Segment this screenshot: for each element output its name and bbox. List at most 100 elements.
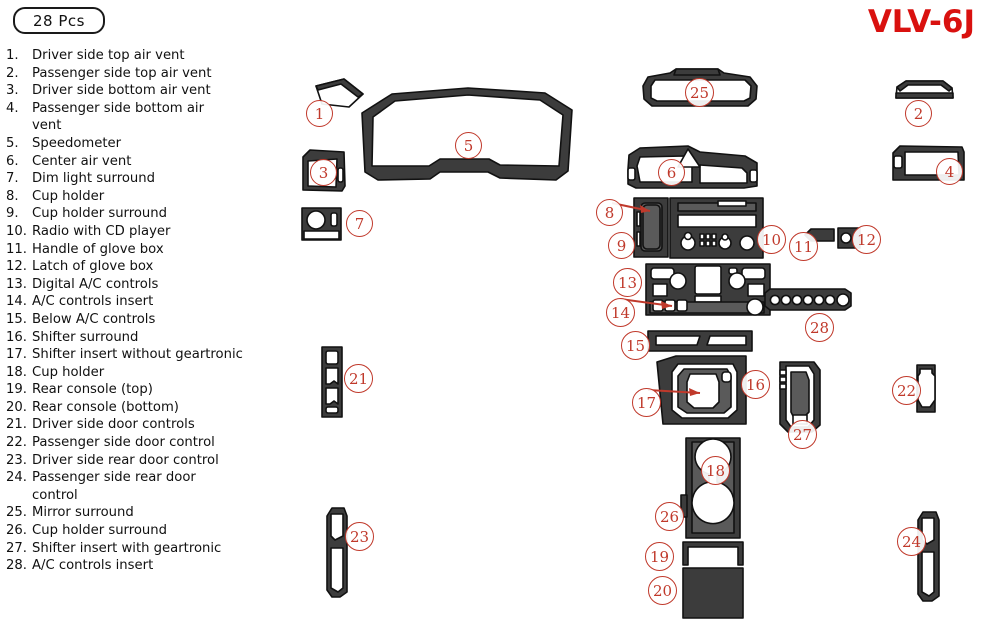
legend-item-label: Dim light surround: [32, 171, 155, 187]
part-28-ac-controls-insert-strip: [764, 288, 852, 311]
legend-item-label: Driver side top air vent: [32, 48, 185, 63]
legend-item-number: 5.: [6, 135, 19, 151]
part-23-driver-rear-door-control: [326, 507, 348, 598]
callout-marker-13[interactable]: 13: [613, 268, 642, 297]
legend-item-number: 20.: [6, 399, 27, 415]
callout-marker-24[interactable]: 24: [897, 527, 926, 556]
legend-item: 2. Passenger side top air vent: [6, 65, 296, 83]
legend-item-number: 6.: [6, 153, 19, 169]
legend-item-number: 17.: [6, 347, 27, 363]
legend-item: 24.Passenger side rear door: [6, 469, 296, 487]
legend-item-label: Latch of glove box: [32, 259, 154, 275]
callout-marker-8[interactable]: 8: [596, 199, 623, 226]
legend-item: 8. Cup holder: [6, 188, 296, 206]
legend-item-label: Passenger side bottom air: [32, 100, 205, 116]
legend-item: 21. Driver side door controls: [6, 416, 296, 434]
callout-marker-17[interactable]: 17: [632, 388, 661, 417]
callout-marker-14[interactable]: 14: [606, 298, 635, 327]
legend-item-label: Cup holder: [32, 188, 105, 204]
legend-item-label: Rear console (top): [32, 382, 153, 398]
legend-item-number: 7.: [6, 171, 19, 187]
legend-item-label: Passenger side top air vent: [32, 65, 212, 81]
legend-item-label: Passenger side door control: [32, 435, 215, 451]
callout-marker-3[interactable]: 3: [310, 159, 337, 186]
legend-item-label: Cup holder surround: [32, 206, 168, 222]
legend-item-label: Below A/C controls: [32, 311, 156, 327]
legend-item-label: A/C controls insert: [32, 294, 154, 310]
legend-item: 27. Shifter insert with geartronic: [6, 540, 296, 558]
callout-marker-25[interactable]: 25: [685, 78, 714, 107]
callout-marker-9[interactable]: 9: [608, 232, 635, 259]
part-9-cup-holder-surround: [633, 197, 669, 258]
kit-code-text: VLV-6J: [867, 4, 975, 40]
legend-item-number: 28.: [6, 558, 27, 574]
legend-item: 18.Cup holder: [6, 364, 296, 382]
legend-item-number: 21.: [6, 417, 27, 433]
callout-marker-4[interactable]: 4: [936, 158, 963, 185]
legend-item-label: Shifter surround: [32, 329, 139, 345]
legend-item: 9. Cup holder surround: [6, 205, 296, 223]
part-10-radio-cd-player: [669, 197, 764, 259]
legend-item-label: Radio with CD player: [32, 223, 171, 239]
legend-item: 19.Rear console (top): [6, 381, 296, 399]
callout-marker-27[interactable]: 27: [788, 420, 817, 449]
piece-count-badge: 28 Pcs: [13, 7, 105, 34]
callout-marker-28[interactable]: 28: [805, 313, 834, 342]
legend-item: 10. Radio with CD player: [6, 223, 296, 241]
legend-item: 12. Latch of glove box: [6, 258, 296, 276]
legend-item: 14. A/C controls insert: [6, 293, 296, 311]
callout-marker-6[interactable]: 6: [658, 159, 685, 186]
legend-item-number: 4.: [6, 100, 19, 116]
callout-marker-7[interactable]: 7: [346, 210, 373, 237]
legend-item-number: 1.: [6, 48, 19, 63]
callout-marker-15[interactable]: 15: [621, 331, 650, 360]
legend-item-label: Cup holder: [32, 364, 105, 380]
callout-marker-16[interactable]: 16: [741, 370, 770, 399]
callout-marker-20[interactable]: 20: [648, 576, 677, 605]
legend-item: 28. A/C controls insert: [6, 557, 296, 575]
legend-item-label: Shifter insert without geartronic: [32, 347, 243, 363]
legend-item-label: Speedometer: [32, 135, 122, 151]
legend-item-label: A/C controls insert: [32, 558, 154, 574]
part-13-digital-ac-controls: [645, 263, 771, 316]
legend-item-label: Shifter insert with geartronic: [32, 540, 222, 556]
legend-item-label: Driver side rear door control: [32, 452, 219, 468]
part-20-rear-console-bottom: [682, 567, 744, 619]
callout-marker-1[interactable]: 1: [306, 100, 333, 127]
legend-item: 3.Driver side bottom air vent: [6, 82, 296, 100]
callout-marker-18[interactable]: 18: [701, 456, 730, 485]
callout-marker-12[interactable]: 12: [852, 225, 881, 254]
callout-marker-22[interactable]: 22: [892, 376, 921, 405]
callout-marker-19[interactable]: 19: [645, 542, 674, 571]
legend-item: 25.Mirror surround: [6, 504, 296, 522]
legend-item: 17. Shifter insert without geartronic: [6, 346, 296, 364]
legend-item-number: 10.: [6, 223, 27, 239]
legend-item-number: 8.: [6, 188, 19, 204]
callout-marker-23[interactable]: 23: [345, 522, 374, 551]
part-14-ac-controls-insert: [652, 299, 688, 312]
legend-item: 5. Speedometer: [6, 135, 296, 153]
legend-item-number: 27.: [6, 540, 27, 556]
parts-legend: 1. Driver side top air vent 2. Passenger si…: [6, 47, 296, 575]
legend-item-label: Driver side door controls: [32, 417, 195, 433]
legend-item-number: 2.: [6, 65, 19, 81]
legend-item-number: 12.: [6, 259, 27, 275]
legend-item-label: Mirror surround: [32, 505, 134, 521]
callout-marker-10[interactable]: 10: [757, 225, 786, 254]
legend-item-number: 9.: [6, 206, 19, 222]
part-2-passenger-top-vent: [895, 80, 954, 99]
part-16-shifter-surround: [656, 355, 747, 425]
legend-item-number: 14.: [6, 294, 27, 310]
legend-item: 26.Cup holder surround: [6, 522, 296, 540]
callout-marker-2[interactable]: 2: [905, 100, 932, 127]
legend-item: 15.Below A/C controls: [6, 311, 296, 329]
part-26-cup-holder-surround: [680, 437, 741, 539]
part-7-dim-light-surround: [301, 207, 342, 241]
legend-item: 4. Passenger side bottom air: [6, 100, 296, 118]
callout-marker-21[interactable]: 21: [344, 364, 373, 393]
callout-marker-5[interactable]: 5: [455, 132, 482, 159]
callout-marker-11[interactable]: 11: [789, 232, 818, 261]
legend-item-label: Center air vent: [32, 153, 132, 169]
callout-marker-26[interactable]: 26: [655, 502, 684, 531]
